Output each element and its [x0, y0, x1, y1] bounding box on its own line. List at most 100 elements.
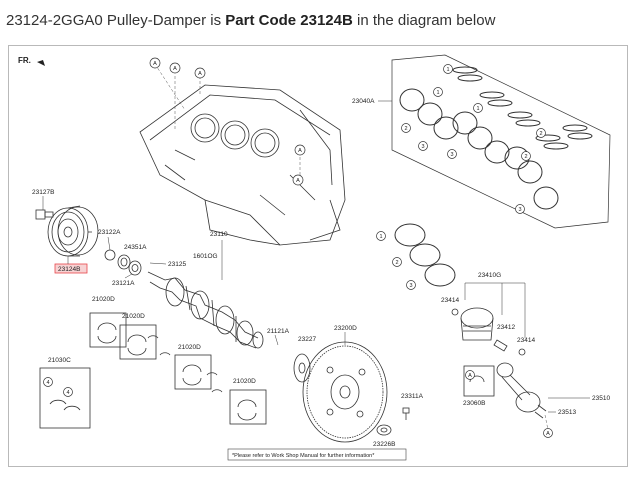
ring-callout-3a: 3	[418, 141, 428, 151]
con-rod-23510	[496, 362, 547, 419]
bolt-23127B	[35, 209, 54, 220]
diagram-footnote: *Please refer to Work Shop Manual for fu…	[232, 453, 375, 459]
pulley-damper-23124B	[47, 205, 99, 257]
label-23124B-highlighted[interactable]: 23124B	[58, 266, 80, 273]
label-23414-2: 23414	[517, 337, 535, 344]
label-21121A: 21121A	[267, 328, 290, 335]
loose-ring-callout-2: 2	[392, 257, 402, 267]
block-callout-a-5: A	[292, 174, 304, 186]
rod-bearing-23060B	[463, 365, 495, 397]
key-23122A	[104, 249, 116, 261]
loose-ring-callout-1: 1	[376, 231, 386, 241]
rod-callout-a: A	[543, 428, 553, 438]
label-23125: 23125	[168, 261, 186, 268]
svg-text:A: A	[468, 373, 472, 379]
svg-text:1: 1	[476, 106, 479, 112]
piston-pin-23412	[493, 339, 508, 352]
block-callout-a-2: A	[169, 62, 181, 74]
svg-text:A: A	[296, 178, 300, 184]
block-callout-a-3: A	[194, 67, 206, 79]
clip-23414	[451, 308, 526, 356]
piston-rings-loose	[394, 223, 456, 287]
label-23410G: 23410G	[478, 272, 501, 279]
rod-bearing-callout-a: A	[465, 370, 475, 380]
loose-ring-callout-3: 3	[406, 280, 416, 290]
label-21030C: 21030C	[48, 357, 71, 364]
thrust-washer-set	[39, 367, 91, 429]
bearing-shells-loose	[147, 335, 223, 393]
svg-text:2: 2	[524, 154, 527, 160]
ring-callout-1b: 1	[433, 87, 443, 97]
label-23414-1: 23414	[441, 297, 459, 304]
label-21020D-3: 21020D	[178, 344, 201, 351]
svg-text:A: A	[298, 148, 302, 154]
piston-23410G	[460, 307, 494, 341]
headline-part-code: Part Code 23124B	[225, 12, 353, 29]
label-23311A: 23311A	[401, 393, 424, 400]
crankshaft-23110	[147, 271, 264, 349]
label-24351A: 24351A	[124, 244, 147, 251]
ring-callout-2c: 2	[521, 151, 531, 161]
label-23513: 23513	[558, 409, 576, 416]
svg-text:3: 3	[450, 152, 453, 158]
svg-text:3: 3	[409, 283, 412, 289]
label-23412: 23412	[497, 324, 515, 331]
label-21020D-1: 21020D	[92, 296, 115, 303]
block-callout-a-4: A	[294, 144, 306, 156]
seal-23121A	[128, 260, 142, 276]
sprocket-24351A	[117, 254, 131, 270]
svg-text:2: 2	[539, 131, 542, 137]
ring-callout-3c: 3	[515, 204, 525, 214]
adapter-plate-23227	[293, 353, 311, 383]
label-23200D: 23200D	[334, 325, 357, 332]
label-23227: 23227	[298, 336, 316, 343]
label-23122A: 23122A	[98, 229, 121, 236]
bearing-set-3	[174, 354, 212, 390]
thrust-callout-4a: 4	[43, 377, 53, 387]
front-marker: FR.	[18, 56, 31, 65]
spacer-23226B	[376, 424, 392, 436]
piston-ring-set-23040A	[391, 54, 611, 229]
label-21020D-4: 21020D	[233, 378, 256, 385]
drive-plate-23200D	[302, 341, 388, 443]
label-21020D-2: 21020D	[122, 313, 145, 320]
bearing-set-4	[229, 389, 267, 425]
svg-text:4: 4	[66, 390, 69, 396]
headline-prefix: 23124-2GGA0 Pulley-Damper is	[6, 12, 226, 29]
ring-callout-2a: 2	[401, 123, 411, 133]
svg-text:4: 4	[46, 380, 49, 386]
svg-text:1: 1	[436, 90, 439, 96]
thrust-callout-4b: 4	[63, 387, 73, 397]
bolt-23311A	[402, 407, 410, 420]
svg-text:3: 3	[421, 144, 424, 150]
svg-text:2: 2	[404, 126, 407, 132]
engine-block	[139, 84, 346, 246]
label-1601OG: 1601OG	[193, 253, 218, 260]
svg-text:A: A	[153, 61, 157, 67]
bearing-set-1	[89, 312, 127, 348]
label-23127B: 23127B	[32, 189, 54, 196]
svg-text:A: A	[173, 66, 177, 72]
svg-text:2: 2	[395, 260, 398, 266]
label-23226B: 23226B	[373, 441, 395, 448]
front-arrow-icon	[37, 60, 45, 66]
label-23110: 23110	[210, 231, 228, 238]
svg-text:A: A	[198, 71, 202, 77]
ring-callout-2b: 2	[536, 128, 546, 138]
label-23121A: 23121A	[112, 280, 135, 287]
svg-text:1: 1	[446, 67, 449, 73]
label-23040A: 23040A	[352, 98, 375, 105]
block-callout-a-1: A	[149, 57, 161, 69]
page-headline: 23124-2GGA0 Pulley-Damper is Part Code 2…	[6, 12, 495, 29]
ring-callout-1c: 1	[473, 103, 483, 113]
ring-callout-3b: 3	[447, 149, 457, 159]
headline-suffix: in the diagram below	[352, 12, 496, 29]
svg-text:1: 1	[379, 234, 382, 240]
label-23510: 23510	[592, 395, 610, 402]
label-23060B: 23060B	[463, 400, 485, 407]
bearing-set-2	[119, 324, 157, 360]
svg-text:A: A	[546, 431, 550, 437]
svg-text:3: 3	[518, 207, 521, 213]
ring-callout-1a: 1	[443, 64, 453, 74]
